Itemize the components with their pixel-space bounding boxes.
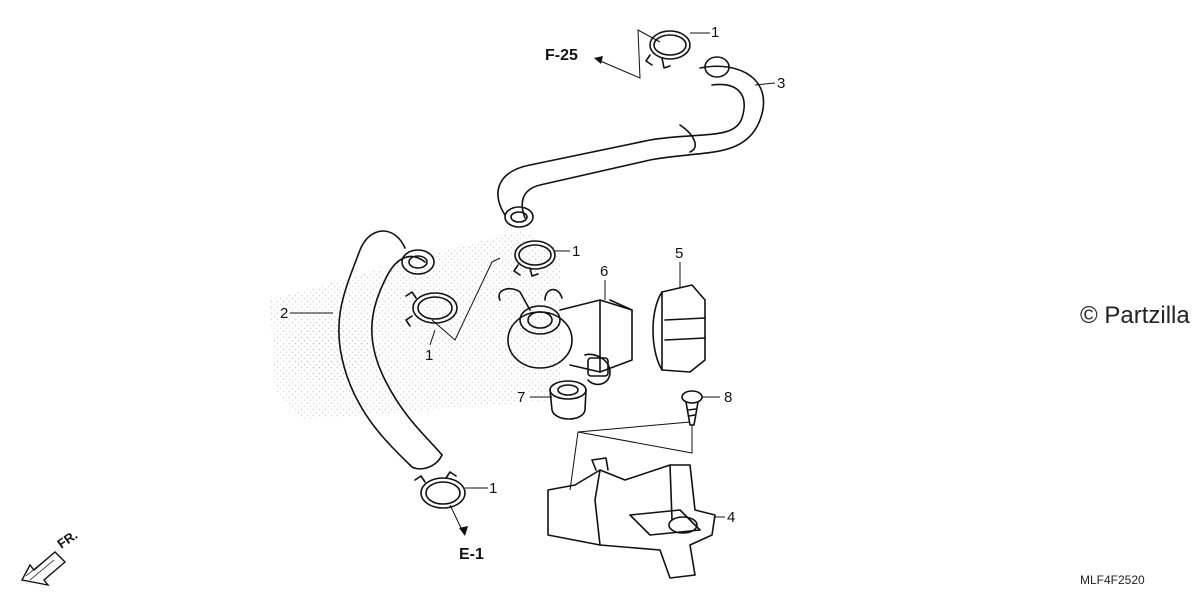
bracket (547, 457, 716, 579)
air-valve (498, 288, 633, 386)
label-screw: 8 (724, 389, 733, 406)
arrowheads (459, 56, 603, 536)
leader-lines (290, 29, 776, 531)
label-clamp-mid-lower: 1 (425, 347, 434, 364)
label-bracket: 4 (727, 509, 736, 526)
screw (681, 390, 703, 426)
clamp-top (645, 30, 691, 69)
reference-bottom: E-1 (459, 546, 484, 563)
label-clamp-bottom: 1 (489, 480, 498, 497)
front-direction-arrow-icon (20, 551, 67, 587)
upper-hose (497, 56, 765, 228)
label-cap: 7 (517, 389, 526, 406)
label-lower-hose: 2 (280, 305, 289, 322)
clamp-mid-upper (513, 240, 556, 277)
diagram-code: MLF4F2520 (1080, 573, 1145, 587)
label-clamp-mid-upper: 1 (572, 243, 581, 260)
watermark: © Partzilla (1080, 302, 1190, 329)
clamp-mid-lower (405, 291, 458, 327)
reference-top: F-25 (545, 47, 578, 64)
background-dotted-shadow (270, 230, 560, 420)
label-clamp-top: 1 (711, 24, 720, 41)
label-upper-hose: 3 (777, 75, 786, 92)
label-valve: 6 (600, 263, 609, 280)
lower-hose (338, 230, 443, 470)
rubber-mount (652, 284, 706, 373)
cap (549, 380, 587, 420)
clamp-bottom (414, 471, 466, 509)
label-rubber-mount: 5 (675, 245, 684, 262)
